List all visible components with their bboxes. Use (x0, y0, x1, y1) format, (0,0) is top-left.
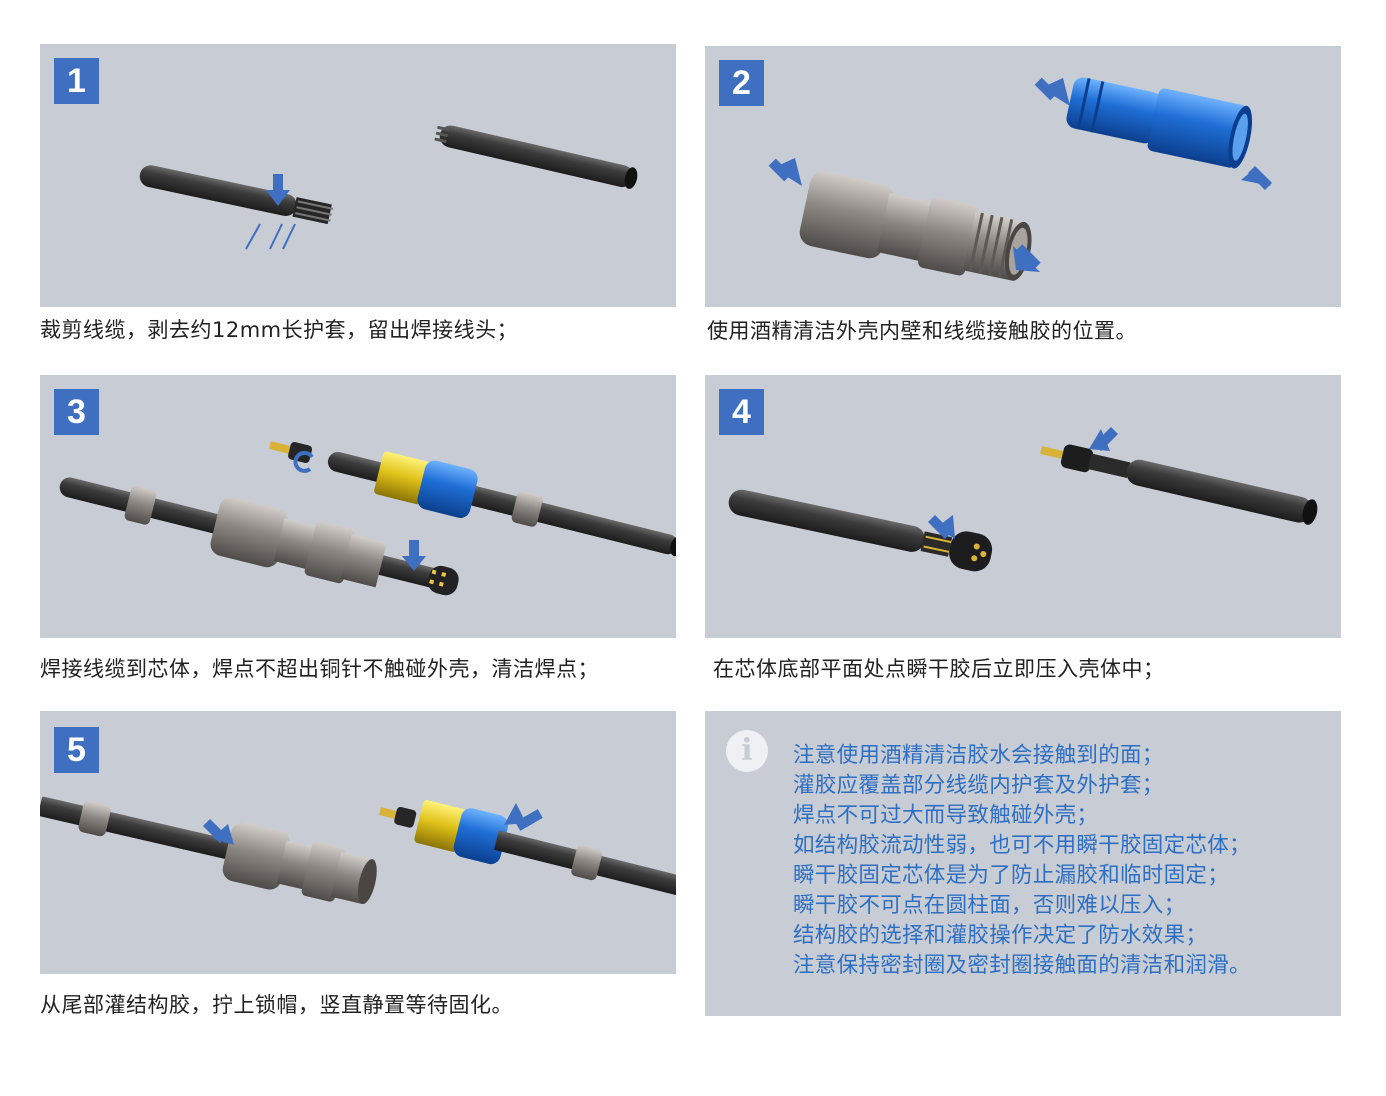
step-5-panel: 5 (40, 711, 676, 974)
step-number-badge: 4 (719, 389, 764, 435)
step-1-panel: 1 (40, 44, 676, 307)
note-line: 注意保持密封圈及密封圈接触面的清洁和润滑。 (793, 953, 1251, 978)
cable-with-blue-nut (269, 441, 676, 557)
note-line: 瞬干胶不可点在圆柱面，否则难以压入； (793, 893, 1186, 918)
step-5-caption: 从尾部灌结构胶，拧上锁帽，竖直静置等待固化。 (40, 993, 513, 1017)
step-number-badge: 5 (54, 727, 99, 773)
step-1-illustration (139, 125, 638, 250)
step-number-badge: 1 (54, 58, 99, 104)
assembled-housing (40, 796, 377, 905)
note-line: 注意使用酒精清洁胶水会接触到的面； (793, 743, 1164, 768)
cable-end (434, 125, 638, 189)
stripped-cable (139, 165, 334, 225)
note-line: 焊点不可过大而导致触碰外壳； (793, 803, 1099, 828)
step-1-caption: 裁剪线缆，剥去约12mm长护套，留出焊接线头； (40, 318, 519, 342)
step-2-panel: 2 (705, 46, 1341, 307)
step-2-illustration (768, 77, 1273, 281)
step-5-illustration (40, 796, 676, 905)
step-4-caption: 在芯体底部平面处点瞬干胶后立即压入壳体中； (713, 657, 1165, 681)
note-line: 瞬干胶固定芯体是为了防止漏胶和临时固定； (793, 863, 1230, 888)
step-3-illustration (59, 441, 676, 596)
notes-list: 注意使用酒精清洁胶水会接触到的面； 灌胶应覆盖部分线缆内护套及外护套； 焊点不可… (793, 741, 1251, 981)
step-4-illustration (728, 426, 1318, 572)
blue-locking-cap (379, 800, 676, 899)
arrow-down-icon (266, 174, 290, 206)
note-line: 如结构胶流动性弱，也可不用瞬干胶固定芯体； (793, 833, 1251, 858)
step-number-badge: 3 (54, 389, 99, 435)
arrow-down-icon (402, 540, 426, 571)
step-2-caption: 使用酒精清洁外壳内壁和线缆接触胶的位置。 (707, 319, 1137, 343)
cable-with-insert (728, 489, 993, 572)
note-line: 灌胶应覆盖部分线缆内护套及外护套； (793, 773, 1164, 798)
step-3-panel: 3 (40, 375, 676, 638)
cable-with-pins (1040, 444, 1318, 525)
info-icon: i (726, 730, 768, 772)
housing-assembly (59, 477, 459, 596)
metal-housing (799, 171, 1032, 281)
step-3-caption: 焊接线缆到芯体，焊点不超出铜针不触碰外壳，清洁焊点； (40, 657, 599, 681)
step-4-panel: 4 (705, 375, 1341, 638)
rotate-arrow-icon (293, 450, 314, 473)
notes-panel: i 注意使用酒精清洁胶水会接触到的面； 灌胶应覆盖部分线缆内护套及外护套； 焊点… (705, 711, 1341, 1016)
step-number-badge: 2 (719, 60, 764, 106)
blue-nut (1066, 77, 1253, 169)
note-line: 结构胶的选择和灌胶操作决定了防水效果； (793, 923, 1208, 948)
